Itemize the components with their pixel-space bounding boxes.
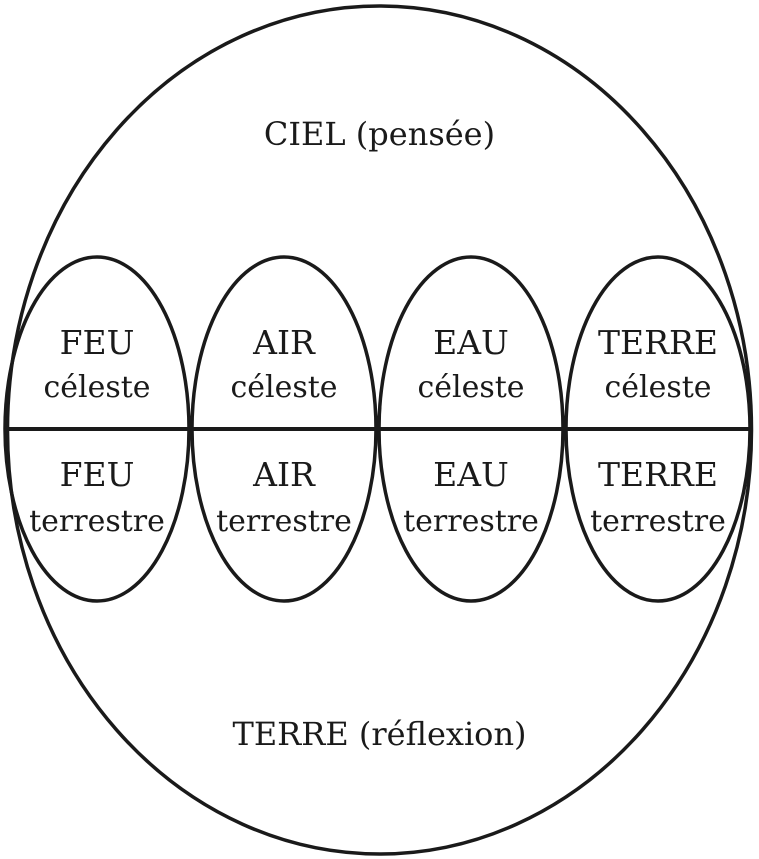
- element-upper-qualifier: céleste: [417, 370, 524, 405]
- element-upper-qualifier: céleste: [604, 370, 711, 405]
- element-upper-qualifier: céleste: [230, 370, 337, 405]
- element-lower-qualifier: terrestre: [29, 504, 165, 539]
- element-lower-qualifier: terrestre: [216, 504, 352, 539]
- element-upper-qualifier: céleste: [43, 370, 150, 405]
- element-lower-qualifier: terrestre: [403, 504, 539, 539]
- element-name-upper: FEU: [60, 323, 135, 362]
- bottom-label: TERRE (réflexion): [232, 715, 526, 753]
- element-lower-qualifier: terrestre: [590, 504, 726, 539]
- element-name-upper: EAU: [433, 323, 509, 362]
- element-name-lower: EAU: [433, 455, 509, 494]
- element-name-lower: TERRE: [598, 455, 718, 494]
- element-name-lower: AIR: [252, 455, 316, 494]
- element-name-lower: FEU: [60, 455, 135, 494]
- top-label: CIEL (pensée): [264, 115, 495, 153]
- element-name-upper: AIR: [252, 323, 316, 362]
- element-name-upper: TERRE: [598, 323, 718, 362]
